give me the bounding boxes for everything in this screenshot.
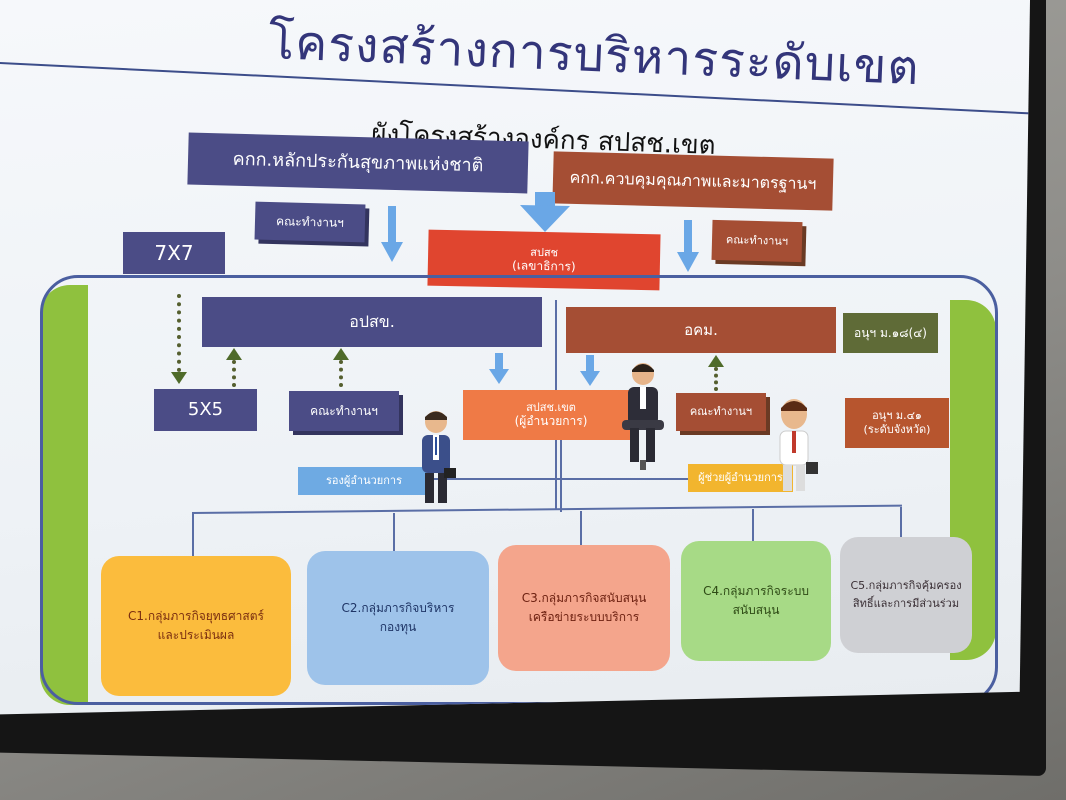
group-drop-c1 bbox=[192, 514, 194, 556]
regional-office-director: สปสช.เขต (ผู้อำนวยการ) bbox=[463, 390, 639, 440]
badge-7x7: 7X7 bbox=[123, 232, 225, 274]
board-opsk: อปสข. bbox=[202, 297, 542, 347]
badge-5x5: 5X5 bbox=[154, 389, 257, 431]
working-group-mid-right-label: คณะทำงานฯ bbox=[689, 405, 753, 419]
group-c1-line2: และประเมินผล bbox=[157, 628, 235, 642]
deputy-connector bbox=[400, 478, 700, 480]
left-green-bar bbox=[40, 285, 88, 705]
group-c4-line1: C4.กลุ่มภารกิจระบบ bbox=[703, 583, 809, 598]
group-c1-line1: C1.กลุ่มภารกิจยุทธศาสตร์ bbox=[128, 608, 264, 623]
deputy-director-label: รองผู้อำนวยการ bbox=[325, 474, 402, 488]
arrows-top bbox=[381, 192, 699, 272]
regional-office-sub-label: (ผู้อำนวยการ) bbox=[514, 414, 588, 429]
subcommittee-41-sub-label: (ระดับจังหวัด) bbox=[863, 423, 931, 436]
badge-5x5-label: 5X5 bbox=[187, 398, 224, 420]
dotted-link-5x5 bbox=[232, 360, 236, 387]
group-c4: C4.กลุ่มภารกิจระบบ สนับสนุน bbox=[681, 541, 831, 661]
subcommittee-41: อนุฯ ม.๔๑ (ระดับจังหวัด) bbox=[845, 398, 949, 448]
dotted-link-wg-left bbox=[339, 360, 343, 387]
subcommittee-41-label: อนุฯ ม.๔๑ bbox=[872, 409, 922, 423]
board-opsk-label: อปสข. bbox=[349, 312, 395, 331]
group-drop-c2 bbox=[393, 513, 395, 551]
deputy-director: รองผู้อำนวยการ bbox=[298, 467, 430, 495]
assistant-director-label: ผู้ช่วยผู้อำนวยการ bbox=[698, 471, 783, 485]
group-c5-line2: สิทธิ์และการมีส่วนร่วม bbox=[852, 597, 960, 610]
badge-7x7-label: 7X7 bbox=[154, 240, 194, 265]
subcommittee-18-4: อนุฯ ม.๑๘(๔) bbox=[843, 313, 938, 353]
working-group-mid-right: คณะทำงานฯ bbox=[676, 393, 766, 431]
group-drop-c4 bbox=[752, 509, 754, 543]
group-trunk bbox=[560, 440, 562, 512]
board-akm-label: อคม. bbox=[684, 320, 718, 339]
assistant-director: ผู้ช่วยผู้อำนวยการ bbox=[688, 464, 793, 492]
group-c2: C2.กลุ่มภารกิจบริหาร กองทุน bbox=[307, 551, 489, 685]
person-figure-center bbox=[622, 363, 664, 470]
dotted-link-wg-right bbox=[714, 367, 718, 391]
working-group-mid-left: คณะทำงานฯ bbox=[289, 391, 399, 431]
person-figure-left bbox=[422, 411, 456, 503]
group-c4-line2: สนับสนุน bbox=[732, 603, 780, 617]
group-c5-line1: C5.กลุ่มภารกิจคุ้มครอง bbox=[850, 579, 962, 593]
group-c1: C1.กลุ่มภารกิจยุทธศาสตร์ และประเมินผล bbox=[101, 556, 291, 696]
group-c2-line1: C2.กลุ่มภารกิจบริหาร bbox=[341, 600, 455, 615]
group-c2-line2: กองทุน bbox=[379, 620, 417, 634]
dotted-arrowheads bbox=[171, 348, 724, 386]
person-figure-right bbox=[779, 399, 818, 491]
group-drop-c3 bbox=[580, 511, 582, 547]
regional-office-label: สปสช.เขต bbox=[526, 400, 576, 414]
dotted-link-7x7 bbox=[177, 294, 181, 372]
group-c3-line1: C3.กลุ่มภารกิจสนับสนุน bbox=[521, 590, 647, 605]
projected-slide: โครงสร้างการบริหารระดับเขต ผังโครงสร้างอ… bbox=[0, 0, 1030, 715]
working-group-mid-left-label: คณะทำงานฯ bbox=[310, 403, 378, 418]
group-c3: C3.กลุ่มภารกิจสนับสนุน เครือข่ายระบบบริก… bbox=[498, 545, 670, 671]
group-drop-c5 bbox=[900, 507, 902, 539]
group-c5: C5.กลุ่มภารกิจคุ้มครอง สิทธิ์และการมีส่ว… bbox=[840, 537, 972, 653]
subcommittee-18-4-label: อนุฯ ม.๑๘(๔) bbox=[853, 325, 927, 340]
group-c3-line2: เครือข่ายระบบบริการ bbox=[528, 610, 640, 624]
board-akm: อคม. bbox=[566, 307, 836, 353]
